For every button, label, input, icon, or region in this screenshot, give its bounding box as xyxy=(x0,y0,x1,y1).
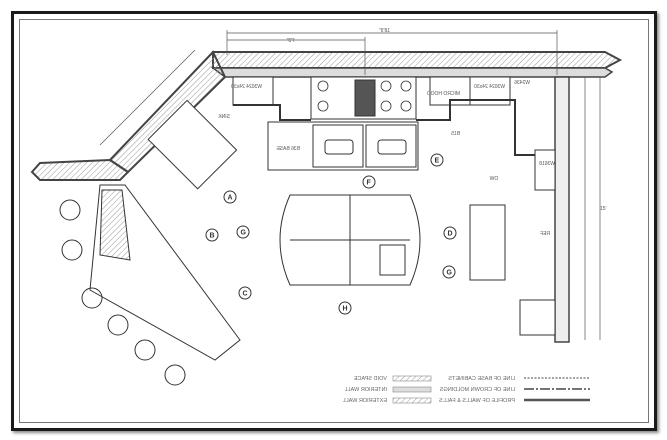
marker-d: D xyxy=(448,231,453,238)
cabinet-label: MICRO HOOD xyxy=(427,91,460,97)
legend-label-void-space: VOID SPACE xyxy=(353,376,387,382)
dimension-texts: 18'9" 7'3" 15' xyxy=(286,28,606,212)
cabinet-label: W3024 24x30 xyxy=(231,84,262,90)
exterior-walls xyxy=(30,50,623,343)
legend-label-exterior-wall: EXTERIOR WALL xyxy=(343,398,387,404)
cooktops xyxy=(317,80,412,112)
legend-label-crown-moldings: LINE OF CROWN MOLDINGS xyxy=(439,387,515,393)
marker-e: E xyxy=(435,158,440,165)
cabinets xyxy=(147,76,556,336)
cabinet-label: REF xyxy=(540,231,550,237)
drawing-border xyxy=(19,19,649,423)
cabinet-labels: W3024 24x30 W3024 24x30 B36 BASE MICRO H… xyxy=(218,80,555,237)
marker-a: A xyxy=(228,195,233,202)
marker-g2: G xyxy=(447,270,453,277)
island xyxy=(267,121,506,286)
legend-swatch-void xyxy=(392,375,432,382)
dimension-partial-top: 7'3" xyxy=(286,38,295,44)
legend: VOID SPACE INTERIOR WALL EXTERIOR WALL L… xyxy=(343,375,590,404)
marker-g: G xyxy=(241,230,247,237)
cabinet-label: W3618 xyxy=(539,161,555,167)
legend-label-interior-wall: INTERIOR WALL xyxy=(344,387,387,393)
cabinet-label: B15 xyxy=(451,131,460,137)
section-markers: A B G C H F E D G xyxy=(205,153,457,315)
legend-swatch-interior xyxy=(392,386,432,393)
dimension-overall-top: 18'9" xyxy=(379,28,390,34)
cabinet-label: B36 BASE xyxy=(276,146,300,152)
marker-h: H xyxy=(343,306,348,313)
legend-swatch-exterior xyxy=(392,397,432,404)
cabinet-label: W2436 xyxy=(514,80,530,86)
dimension-right: 15' xyxy=(600,206,607,212)
peninsula xyxy=(59,184,241,386)
cabinet-label: SINK xyxy=(218,114,230,120)
cabinet-label: DW xyxy=(489,176,498,182)
cabinet-label: W3024 24x30 xyxy=(474,84,505,90)
legend-label-base-cabinets: LINE OF BASE CABINETS xyxy=(448,376,515,382)
marker-b: B xyxy=(210,233,215,240)
legend-label-profile-walls: PROFILE OF WALLS & FALLS xyxy=(439,398,515,404)
marker-c: C xyxy=(243,291,248,298)
marker-f: F xyxy=(367,180,372,187)
dimension-lines xyxy=(99,30,601,340)
